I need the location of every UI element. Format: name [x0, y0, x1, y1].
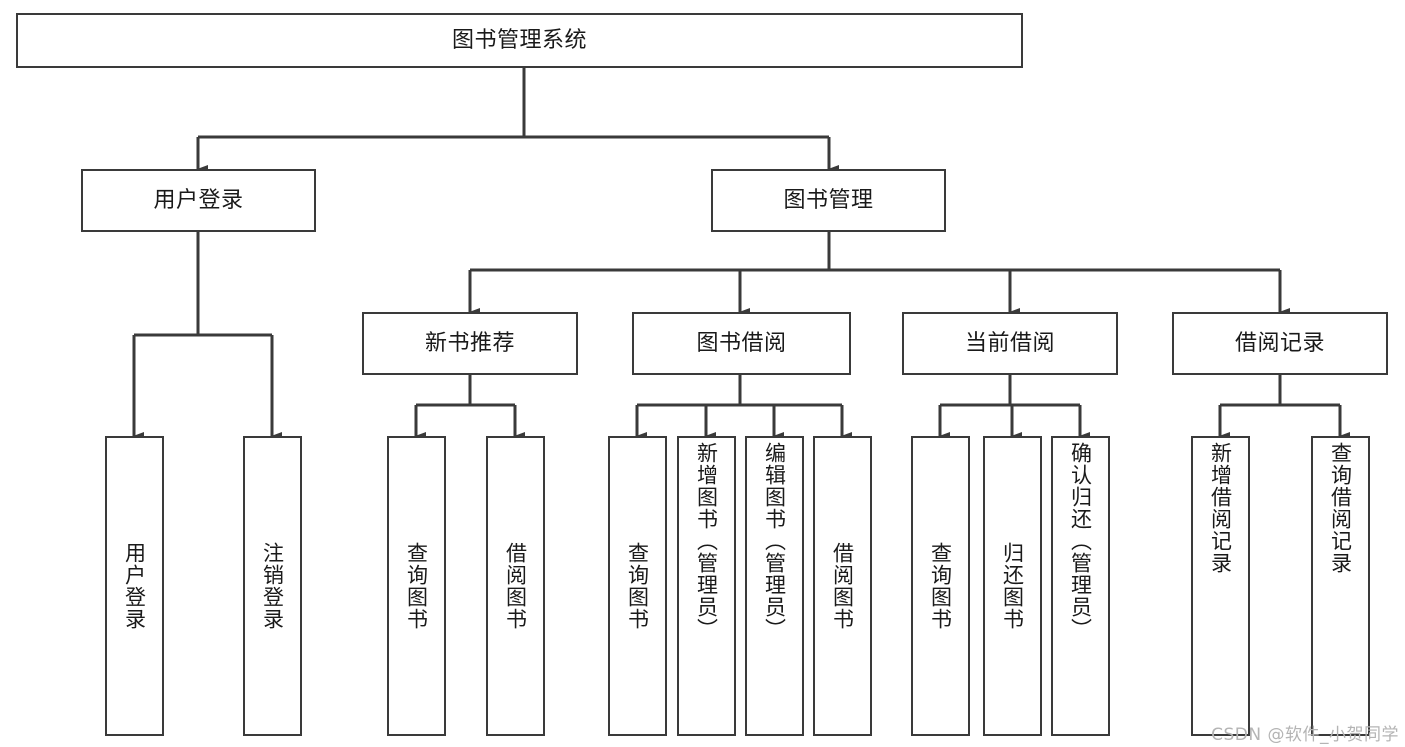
node-l-add-record[interactable]: 新增借阅记录 — [1191, 436, 1250, 736]
node-label-n-new-book: 新书推荐 — [424, 330, 515, 356]
node-l-query-book-1[interactable]: 查询图书 — [387, 436, 446, 736]
node-label-l-query-record: 查询借阅记录 — [1328, 442, 1353, 574]
node-label-l-borrow-book-2: 借阅图书 — [830, 542, 855, 630]
node-n-borrow[interactable]: 图书借阅 — [632, 312, 851, 375]
node-l-borrow-book-1[interactable]: 借阅图书 — [486, 436, 545, 736]
node-l-edit-book[interactable]: 编辑图书（管理员） — [745, 436, 804, 736]
node-l-query-record[interactable]: 查询借阅记录 — [1311, 436, 1370, 736]
node-l-query-book-3[interactable]: 查询图书 — [911, 436, 970, 736]
node-l-logout[interactable]: 注销登录 — [243, 436, 302, 736]
node-label-n-book-mgmt: 图书管理 — [783, 187, 874, 213]
node-label-n-user-login: 用户登录 — [153, 187, 244, 213]
node-n-record[interactable]: 借阅记录 — [1172, 312, 1388, 375]
node-label-l-logout: 注销登录 — [260, 542, 285, 630]
csdn-watermark: CSDN @软件_小贺同学 — [1211, 725, 1399, 745]
node-l-borrow-book-2[interactable]: 借阅图书 — [813, 436, 872, 736]
node-label-n-record: 借阅记录 — [1234, 330, 1325, 356]
node-label-n-borrow: 图书借阅 — [696, 330, 787, 356]
node-label-l-confirm-return: 确认归还（管理员） — [1068, 442, 1093, 640]
node-label-l-user-login: 用户登录 — [122, 542, 147, 630]
node-label-n-current: 当前借阅 — [964, 330, 1055, 356]
node-label-l-query-book-1: 查询图书 — [404, 542, 429, 630]
node-root[interactable]: 图书管理系统 — [16, 13, 1023, 68]
node-n-user-login[interactable]: 用户登录 — [81, 169, 316, 232]
node-label-l-return-book: 归还图书 — [1000, 542, 1025, 630]
node-label-root: 图书管理系统 — [451, 27, 587, 53]
node-l-user-login[interactable]: 用户登录 — [105, 436, 164, 736]
node-n-current[interactable]: 当前借阅 — [902, 312, 1118, 375]
node-n-new-book[interactable]: 新书推荐 — [362, 312, 578, 375]
node-l-return-book[interactable]: 归还图书 — [983, 436, 1042, 736]
node-label-l-add-book: 新增图书（管理员） — [694, 442, 719, 640]
node-label-l-borrow-book-1: 借阅图书 — [503, 542, 528, 630]
node-l-query-book-2[interactable]: 查询图书 — [608, 436, 667, 736]
node-label-l-query-book-2: 查询图书 — [625, 542, 650, 630]
node-l-confirm-return[interactable]: 确认归还（管理员） — [1051, 436, 1110, 736]
node-label-l-edit-book: 编辑图书（管理员） — [762, 442, 787, 640]
node-label-l-add-record: 新增借阅记录 — [1208, 442, 1233, 574]
node-n-book-mgmt[interactable]: 图书管理 — [711, 169, 946, 232]
node-l-add-book[interactable]: 新增图书（管理员） — [677, 436, 736, 736]
node-label-l-query-book-3: 查询图书 — [928, 542, 953, 630]
